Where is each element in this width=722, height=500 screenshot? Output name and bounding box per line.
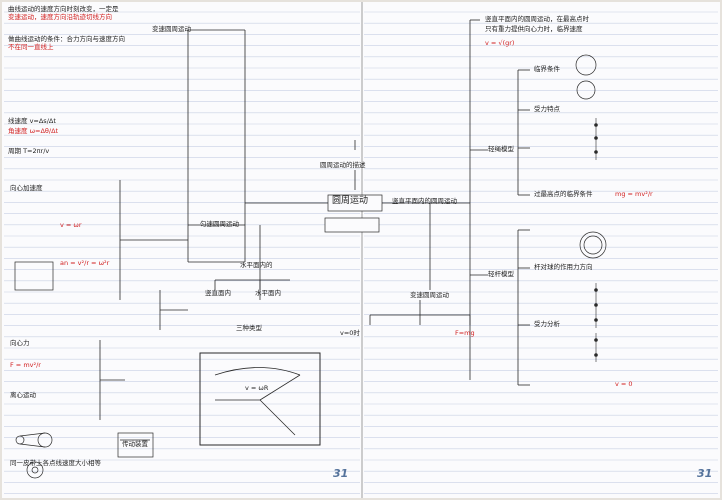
note-l15: 同一皮带上各点线速度大小相等 [10, 459, 101, 467]
note-l14: 传动装置 [122, 440, 148, 448]
note-r4: 临界条件 [534, 65, 560, 73]
note-r8: 受力分析 [534, 320, 560, 328]
note-r3: v = √(gr) [485, 39, 515, 47]
note-b4: v=0时 [340, 329, 360, 337]
note-l10: an = v²/r = ω²r [60, 259, 110, 267]
note-l8: 向心加速度 [10, 184, 43, 192]
node-motion-features: 圆周运动的描述 [320, 161, 366, 169]
node-light-rope: 轻绳模型 [488, 145, 514, 153]
mindmap-connectors [99, 19, 530, 441]
page-number-right: 31 [697, 467, 713, 480]
note-l6: 角速度 ω=Δθ/Δt [8, 127, 59, 135]
page-number-left: 31 [333, 467, 349, 480]
note-b2: 水平面内 [255, 289, 281, 297]
note-l5: 线速度 v=Δs/Δt [8, 117, 56, 125]
note-l1: 曲线运动的速度方向时刻改变，一定是 [8, 5, 119, 13]
right-page [362, 2, 720, 498]
note-b5: F=mg [455, 329, 475, 337]
note-l13: 离心运动 [10, 391, 36, 399]
note-l12: F = mv²/r [10, 361, 41, 369]
note-r7: mg = mv²/r [615, 190, 653, 198]
left-page [2, 2, 362, 498]
vector-diagram-box [199, 352, 321, 446]
node-horizontal: 水平面内的 [240, 261, 273, 269]
node-centripetal: 竖直平面内的圆周运动 [392, 197, 457, 205]
note-r5: 受力特点 [534, 105, 560, 113]
note-r6: 过最高点的临界条件 [534, 190, 593, 198]
note-l3: 做曲线运动的条件：合力方向与速度方向 [8, 35, 125, 43]
node-nonuniform: 变速圆周运动 [152, 25, 191, 33]
note-b3: v = ωR [245, 384, 269, 392]
note-r9: v = 0 [615, 380, 633, 388]
center-title: 圆周运动 [332, 196, 369, 206]
node-three-types: 三种类型 [236, 324, 262, 332]
note-r10: 杆对球的作用力方向 [534, 263, 593, 271]
note-r2: 只有重力提供向心力时，临界速度 [485, 25, 583, 33]
note-l11: 向心力 [10, 339, 30, 347]
side-box-diagrams [14, 194, 383, 458]
note-l9: v = ωr [60, 221, 82, 229]
ruled-lines [4, 11, 718, 494]
node-variable: 变速圆周运动 [410, 291, 449, 299]
small-circle-diagrams [15, 54, 607, 479]
note-b1: 竖直面内 [205, 289, 231, 297]
note-l7: 周期 T=2πr/v [8, 147, 50, 155]
note-l4: 不在同一直线上 [8, 43, 54, 51]
note-l2: 变速运动，速度方向沿轨迹切线方向 [8, 13, 112, 21]
node-uniform: 匀速圆周运动 [200, 220, 239, 228]
vector-diagram [214, 367, 301, 436]
node-light-rod: 轻杆模型 [488, 270, 514, 278]
note-r1: 竖直平面内的圆周运动，在最高点时 [485, 15, 589, 23]
